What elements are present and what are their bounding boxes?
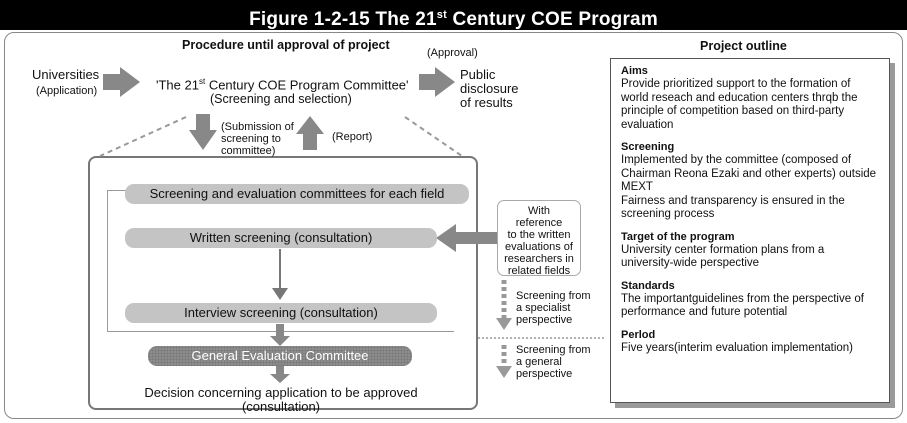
application-label: (Application) [36, 85, 98, 97]
outline-block-text: The importantguidelines from the perspec… [621, 292, 864, 319]
screening-selection-label: (Screening and selection) [210, 92, 352, 106]
procedure-heading: Procedure until approval of project [182, 38, 390, 52]
figure-title-text: Figure 1-2-15 The 21 [249, 9, 437, 30]
arrow-to-committee [103, 67, 140, 97]
reference-arrow-icon [436, 224, 497, 252]
specialist-arrow-icon [496, 318, 512, 330]
public-disclosure-label: Public disclosure of results [460, 68, 519, 110]
field-committees-box: Screening and evaluation committees for … [125, 184, 469, 204]
interview-screening-box: Interview screening (consultation) [125, 303, 437, 323]
general-perspective-label: Screening from a general perspective [516, 344, 591, 380]
outline-block-head: Target of the program [621, 230, 735, 243]
program-committee-label: 'The 21st Century COE Program Committee' [156, 75, 409, 92]
outline-block-standards: Standards The importantguidelines from t… [621, 280, 879, 320]
decision-label: Decision concerning application to be ap… [144, 385, 418, 414]
general-evaluation-committee-box: General Evaluation Committee [148, 346, 412, 366]
committee-text-sup: st [198, 77, 206, 86]
figure-title: Figure 1-2-15 The 21st Century COE Progr… [0, 0, 907, 30]
outline-block-head: Standards [621, 279, 675, 292]
figure-title-sup: st [436, 9, 447, 21]
dashed-connector-right [404, 116, 463, 157]
outline-block-aims: Aims Provide prioritized support to the … [621, 65, 879, 132]
specialist-perspective-label: Screening from a specialist perspective [516, 290, 591, 326]
outline-block-screening: Screening Implemented by the committee (… [621, 141, 879, 222]
outline-block-head: Perlod [621, 328, 656, 341]
committee-text-post: Century COE Program Committee' [205, 77, 409, 93]
outline-block-text: Implemented by the committee (composed o… [621, 154, 877, 220]
approval-label: (Approval) [427, 47, 478, 59]
arrow-to-public [419, 67, 455, 97]
reference-line: related fields [507, 265, 571, 277]
public-disclosure-line: of results [460, 95, 513, 110]
outline-heading: Project outline [700, 39, 787, 53]
universities-label: Universities [32, 67, 100, 82]
reference-line: With reference [515, 205, 563, 229]
outline-block-target: Target of the program University center … [621, 231, 879, 271]
report-arrow-icon [296, 116, 324, 150]
submission-line: (Submission of [221, 121, 294, 133]
public-disclosure-line: disclosure [460, 81, 519, 96]
reference-line: evaluations of [505, 241, 573, 253]
public-disclosure-line: Public [460, 67, 496, 82]
down-arrow-icon-2 [270, 324, 290, 346]
written-screening-box: Written screening (consultation) [125, 228, 437, 248]
specialist-line: a specialist [516, 302, 571, 314]
outline-block-head: Aims [621, 65, 648, 77]
report-label: (Report) [332, 131, 373, 143]
reference-line: researchers in [504, 253, 574, 265]
outline-block-text: University center formation plans from a… [621, 243, 825, 270]
outline-block-head: Screening [621, 141, 675, 153]
reference-line: to the written [507, 229, 571, 241]
outline-block-text: Provide prioritized support to the forma… [621, 78, 858, 131]
figure-title-text-end: Century COE Program [446, 9, 658, 30]
submission-arrow-icon [189, 114, 217, 150]
specialist-line: perspective [516, 314, 573, 326]
project-outline-box: Aims Provide prioritized support to the … [610, 58, 890, 403]
dashed-connector-left [99, 116, 187, 157]
general-line: a general [516, 356, 562, 368]
down-arrow-icon [272, 288, 288, 300]
general-arrow-icon [496, 366, 512, 378]
submission-line: committee) [221, 145, 276, 157]
specialist-line: Screening from [516, 290, 591, 302]
reference-box: With reference to the written evaluation… [497, 200, 581, 277]
outline-block-period: Perlod Five years(interim evaluation imp… [621, 329, 879, 356]
submission-label: (Submission of screening to committee) [221, 121, 294, 157]
committee-text-pre: 'The 21 [156, 77, 199, 93]
general-line: Screening from [516, 344, 591, 356]
submission-line: screening to [221, 133, 281, 145]
general-line: perspective [516, 368, 573, 380]
outline-block-text: Five years(interim evaluation implementa… [621, 341, 854, 354]
down-arrow-icon-3 [270, 366, 290, 383]
